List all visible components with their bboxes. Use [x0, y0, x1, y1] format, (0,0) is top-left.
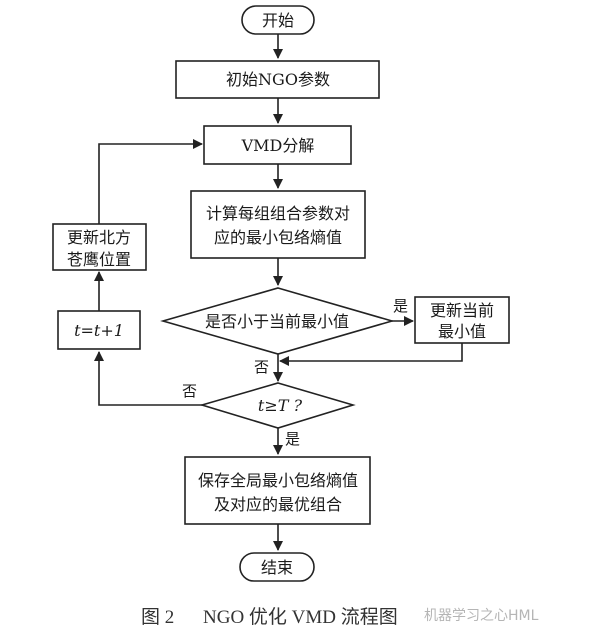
- vmd-node: [203, 125, 352, 165]
- check-t-decision: [199, 382, 356, 429]
- start-node: [241, 5, 315, 35]
- check-t-yes-label: 是: [285, 430, 300, 448]
- increment-node: [57, 310, 141, 350]
- update-position-label-line2: 苍鹰位置: [67, 250, 131, 269]
- is-smaller-no-label: 否: [254, 358, 269, 376]
- edge-update-pos-to-vmd: [98, 139, 203, 226]
- update-position-node: [52, 223, 147, 271]
- figure-title: NGO 优化 VMD 流程图: [203, 606, 398, 628]
- compute-entropy-label-line2: 应的最小包络熵值: [214, 228, 342, 247]
- save-result-label-line2: 及对应的最优组合: [214, 495, 342, 514]
- end-label: 结束: [261, 558, 293, 577]
- init-params-node: [175, 60, 380, 99]
- check-t-label: t≥T ?: [258, 396, 303, 415]
- edge-update-min-return: [279, 343, 463, 366]
- start-label: 开始: [262, 11, 294, 30]
- init-params-label: 初始NGO参数: [226, 70, 330, 89]
- edge-check-t-no-to-increment: [94, 351, 202, 406]
- compute-entropy-label-line1: 计算每组组合参数对: [206, 204, 350, 223]
- is-smaller-decision: [160, 287, 395, 355]
- update-min-label-line1: 更新当前: [430, 301, 494, 320]
- increment-label: t=t+1: [74, 321, 124, 340]
- vmd-label: VMD分解: [241, 136, 315, 155]
- compute-entropy-node: [190, 190, 366, 259]
- update-min-label-line2: 最小值: [438, 322, 486, 341]
- end-node: [239, 552, 315, 582]
- save-result-label-line1: 保存全局最小包络熵值: [198, 471, 358, 490]
- is-smaller-label: 是否小于当前最小值: [205, 312, 349, 331]
- check-t-no-label: 否: [182, 382, 197, 400]
- watermark: 机器学习之心HML: [424, 608, 539, 624]
- save-result-node: [184, 456, 371, 525]
- is-smaller-yes-label: 是: [393, 297, 408, 315]
- update-min-node: [414, 296, 510, 344]
- update-position-label-line1: 更新北方: [67, 228, 131, 247]
- figure-number: 图 2: [141, 607, 174, 628]
